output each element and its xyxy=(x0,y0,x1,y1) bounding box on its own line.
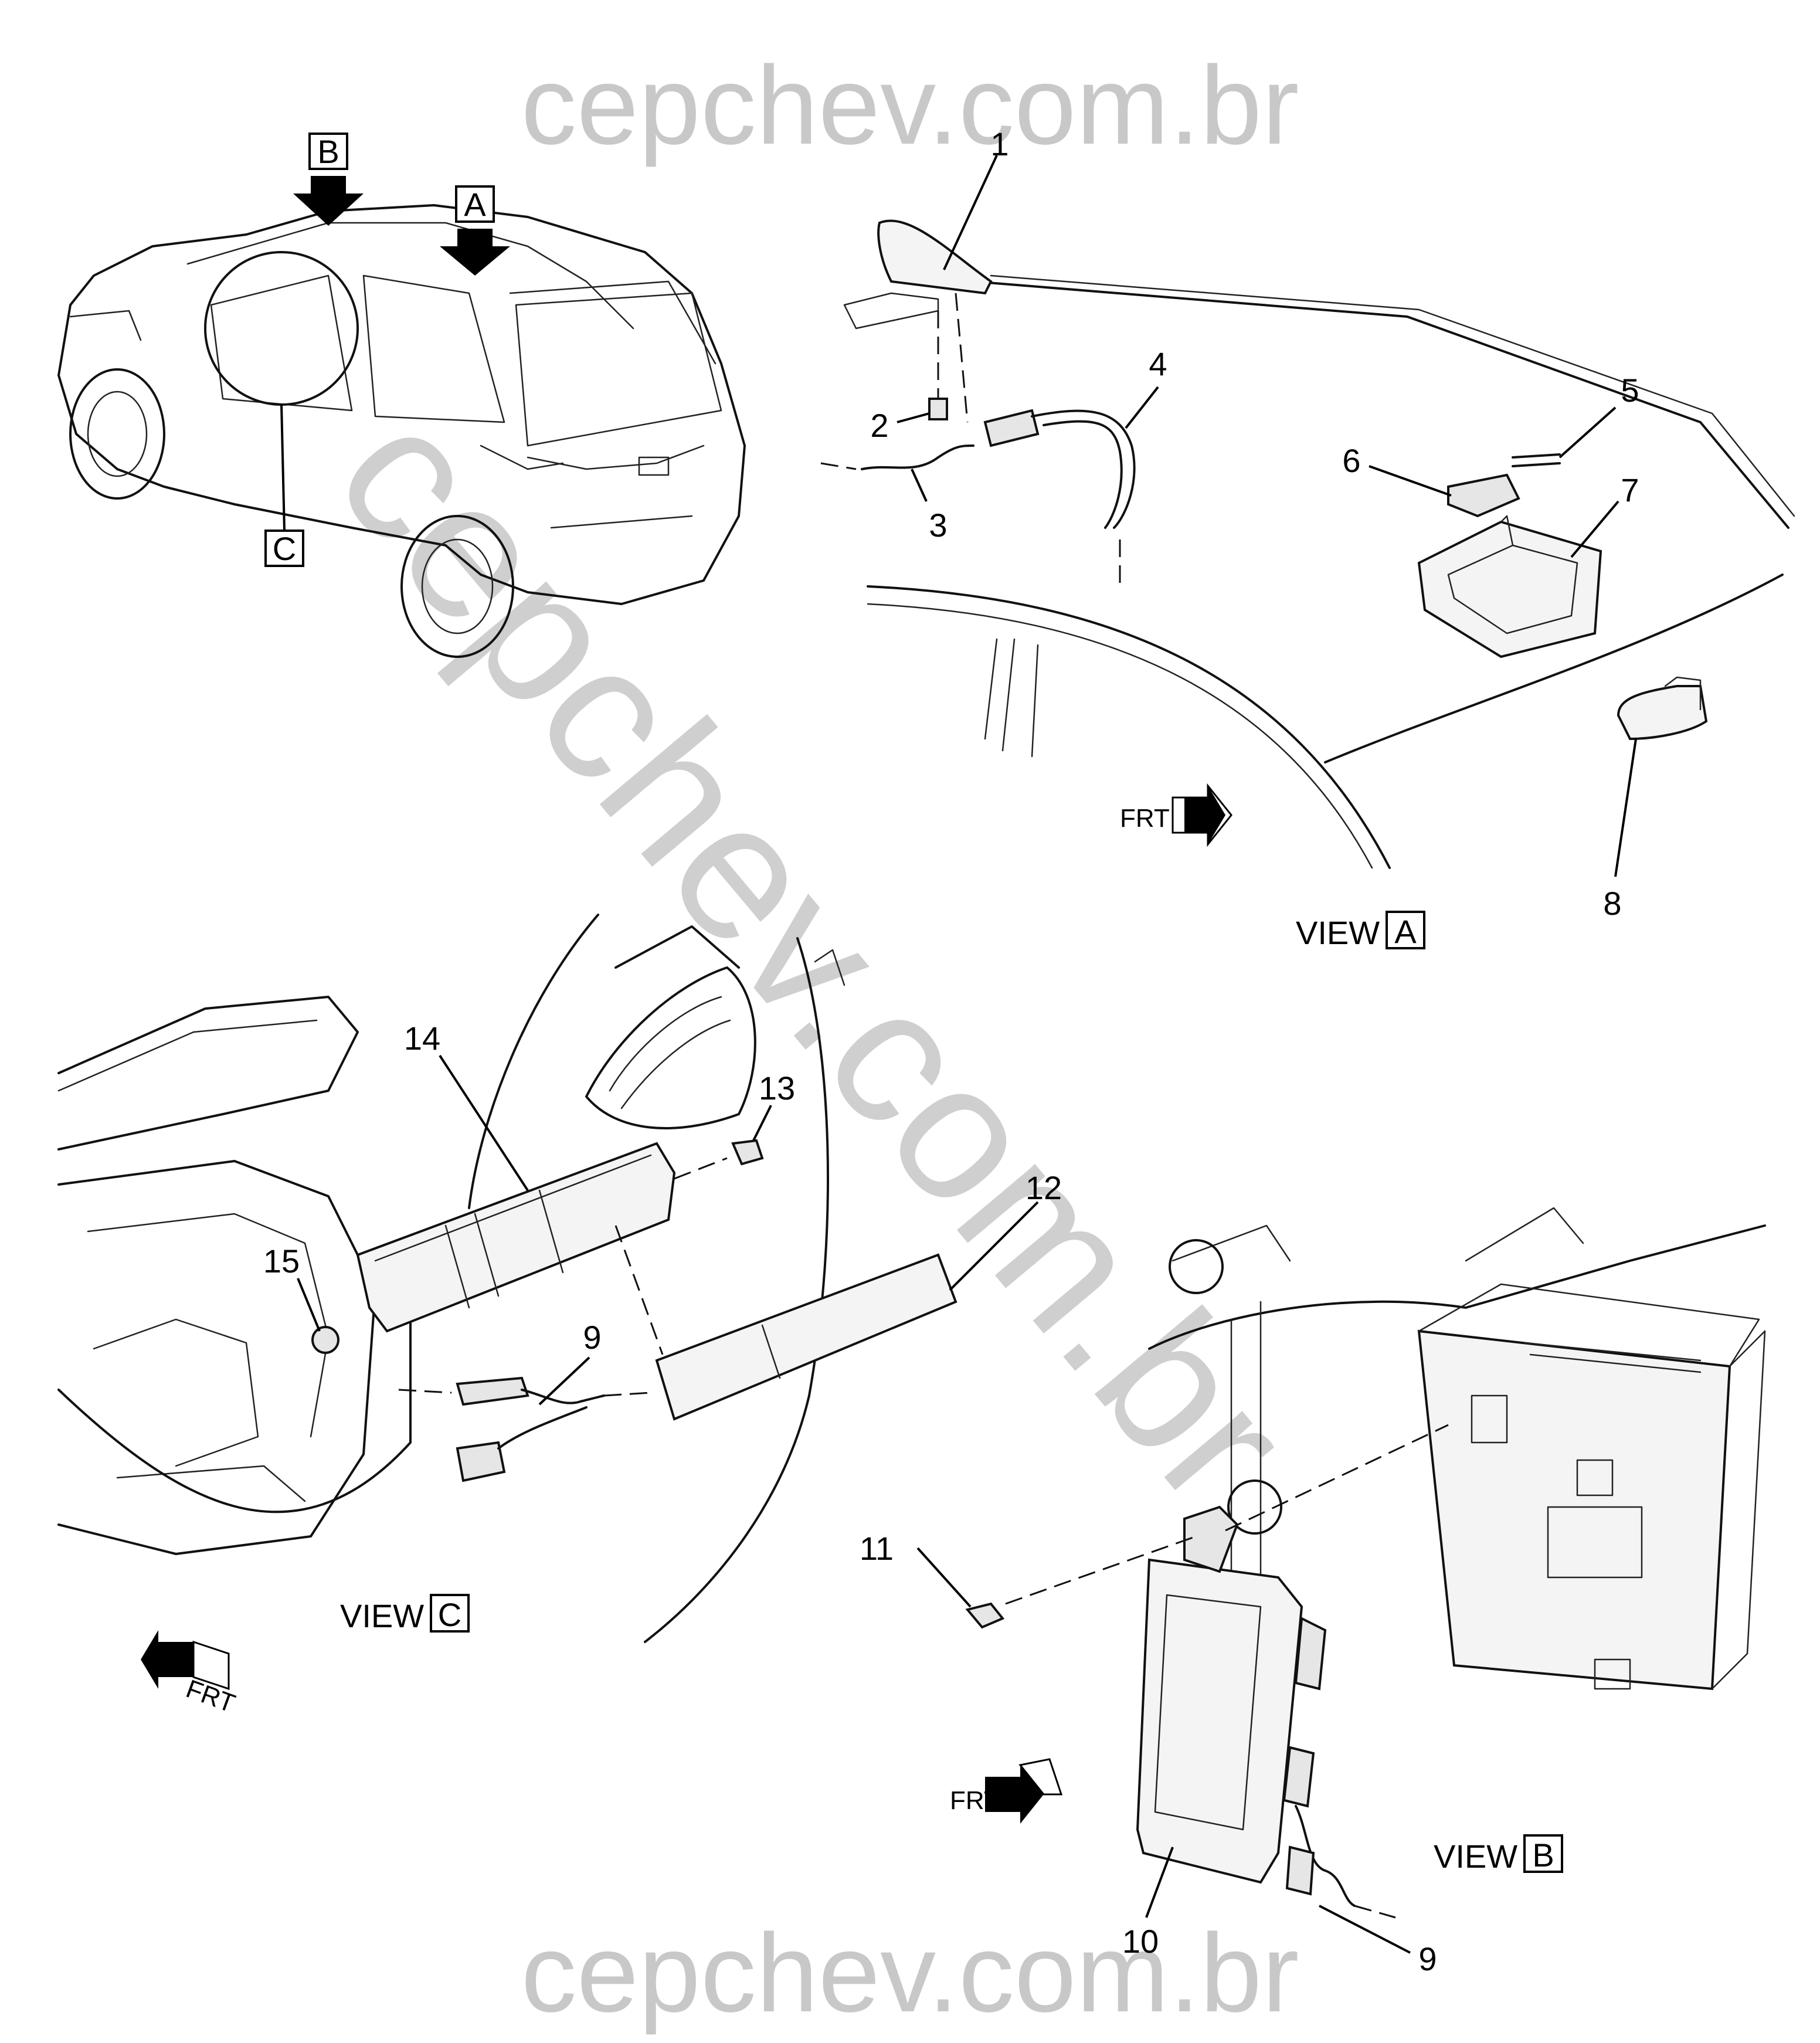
callout-8: 8 xyxy=(1603,885,1621,922)
callout-2: 2 xyxy=(870,407,888,444)
callout-1: 1 xyxy=(990,125,1009,162)
view-label-c: VIEW C xyxy=(340,1594,470,1634)
svg-text:A: A xyxy=(464,186,486,223)
view-marker-b: B xyxy=(293,133,364,226)
frt-label-a: FRT xyxy=(1120,804,1170,833)
callout-4: 4 xyxy=(1149,345,1167,382)
view-a-roof-diagram: FRT xyxy=(820,155,1795,877)
svg-text:C: C xyxy=(438,1596,461,1633)
callout-15: 15 xyxy=(263,1243,300,1280)
callout-10: 10 xyxy=(1122,1923,1159,1960)
view-b-module-diagram: FRT xyxy=(916,1207,1766,1954)
callout-12: 12 xyxy=(1026,1169,1062,1206)
svg-text:C: C xyxy=(273,530,296,567)
callout-3: 3 xyxy=(929,507,947,544)
view-c-dash-diagram: FRT xyxy=(57,914,1039,1718)
svg-text:B: B xyxy=(317,133,339,170)
callout-11: 11 xyxy=(860,1530,894,1567)
callout-13: 13 xyxy=(759,1070,795,1107)
view-marker-a: A xyxy=(440,185,510,276)
frt-label-b: FRT xyxy=(950,1786,1000,1815)
svg-text:VIEW: VIEW xyxy=(1296,914,1380,951)
callout-7: 7 xyxy=(1621,471,1639,508)
view-marker-c: C xyxy=(264,530,304,567)
callout-5: 5 xyxy=(1621,372,1639,409)
view-label-b: VIEW B xyxy=(1434,1834,1563,1875)
svg-text:VIEW: VIEW xyxy=(1434,1838,1517,1875)
callout-labels: 1 2 3 4 5 6 7 8 14 13 12 15 9 11 10 9 xyxy=(263,125,1639,1977)
svg-text:VIEW: VIEW xyxy=(340,1597,424,1634)
svg-text:B: B xyxy=(1532,1837,1554,1874)
watermark-top: cepchev.com.br xyxy=(521,43,1299,168)
svg-text:A: A xyxy=(1394,913,1417,950)
frt-label-c: FRT xyxy=(182,1674,239,1718)
callout-6: 6 xyxy=(1342,442,1360,479)
watermark-bottom: cepchev.com.br xyxy=(521,1911,1299,2035)
callout-9-view-c: 9 xyxy=(583,1319,601,1356)
view-label-a: VIEW A xyxy=(1296,911,1425,951)
callout-14: 14 xyxy=(404,1020,440,1057)
callout-9-view-b: 9 xyxy=(1418,1940,1437,1977)
